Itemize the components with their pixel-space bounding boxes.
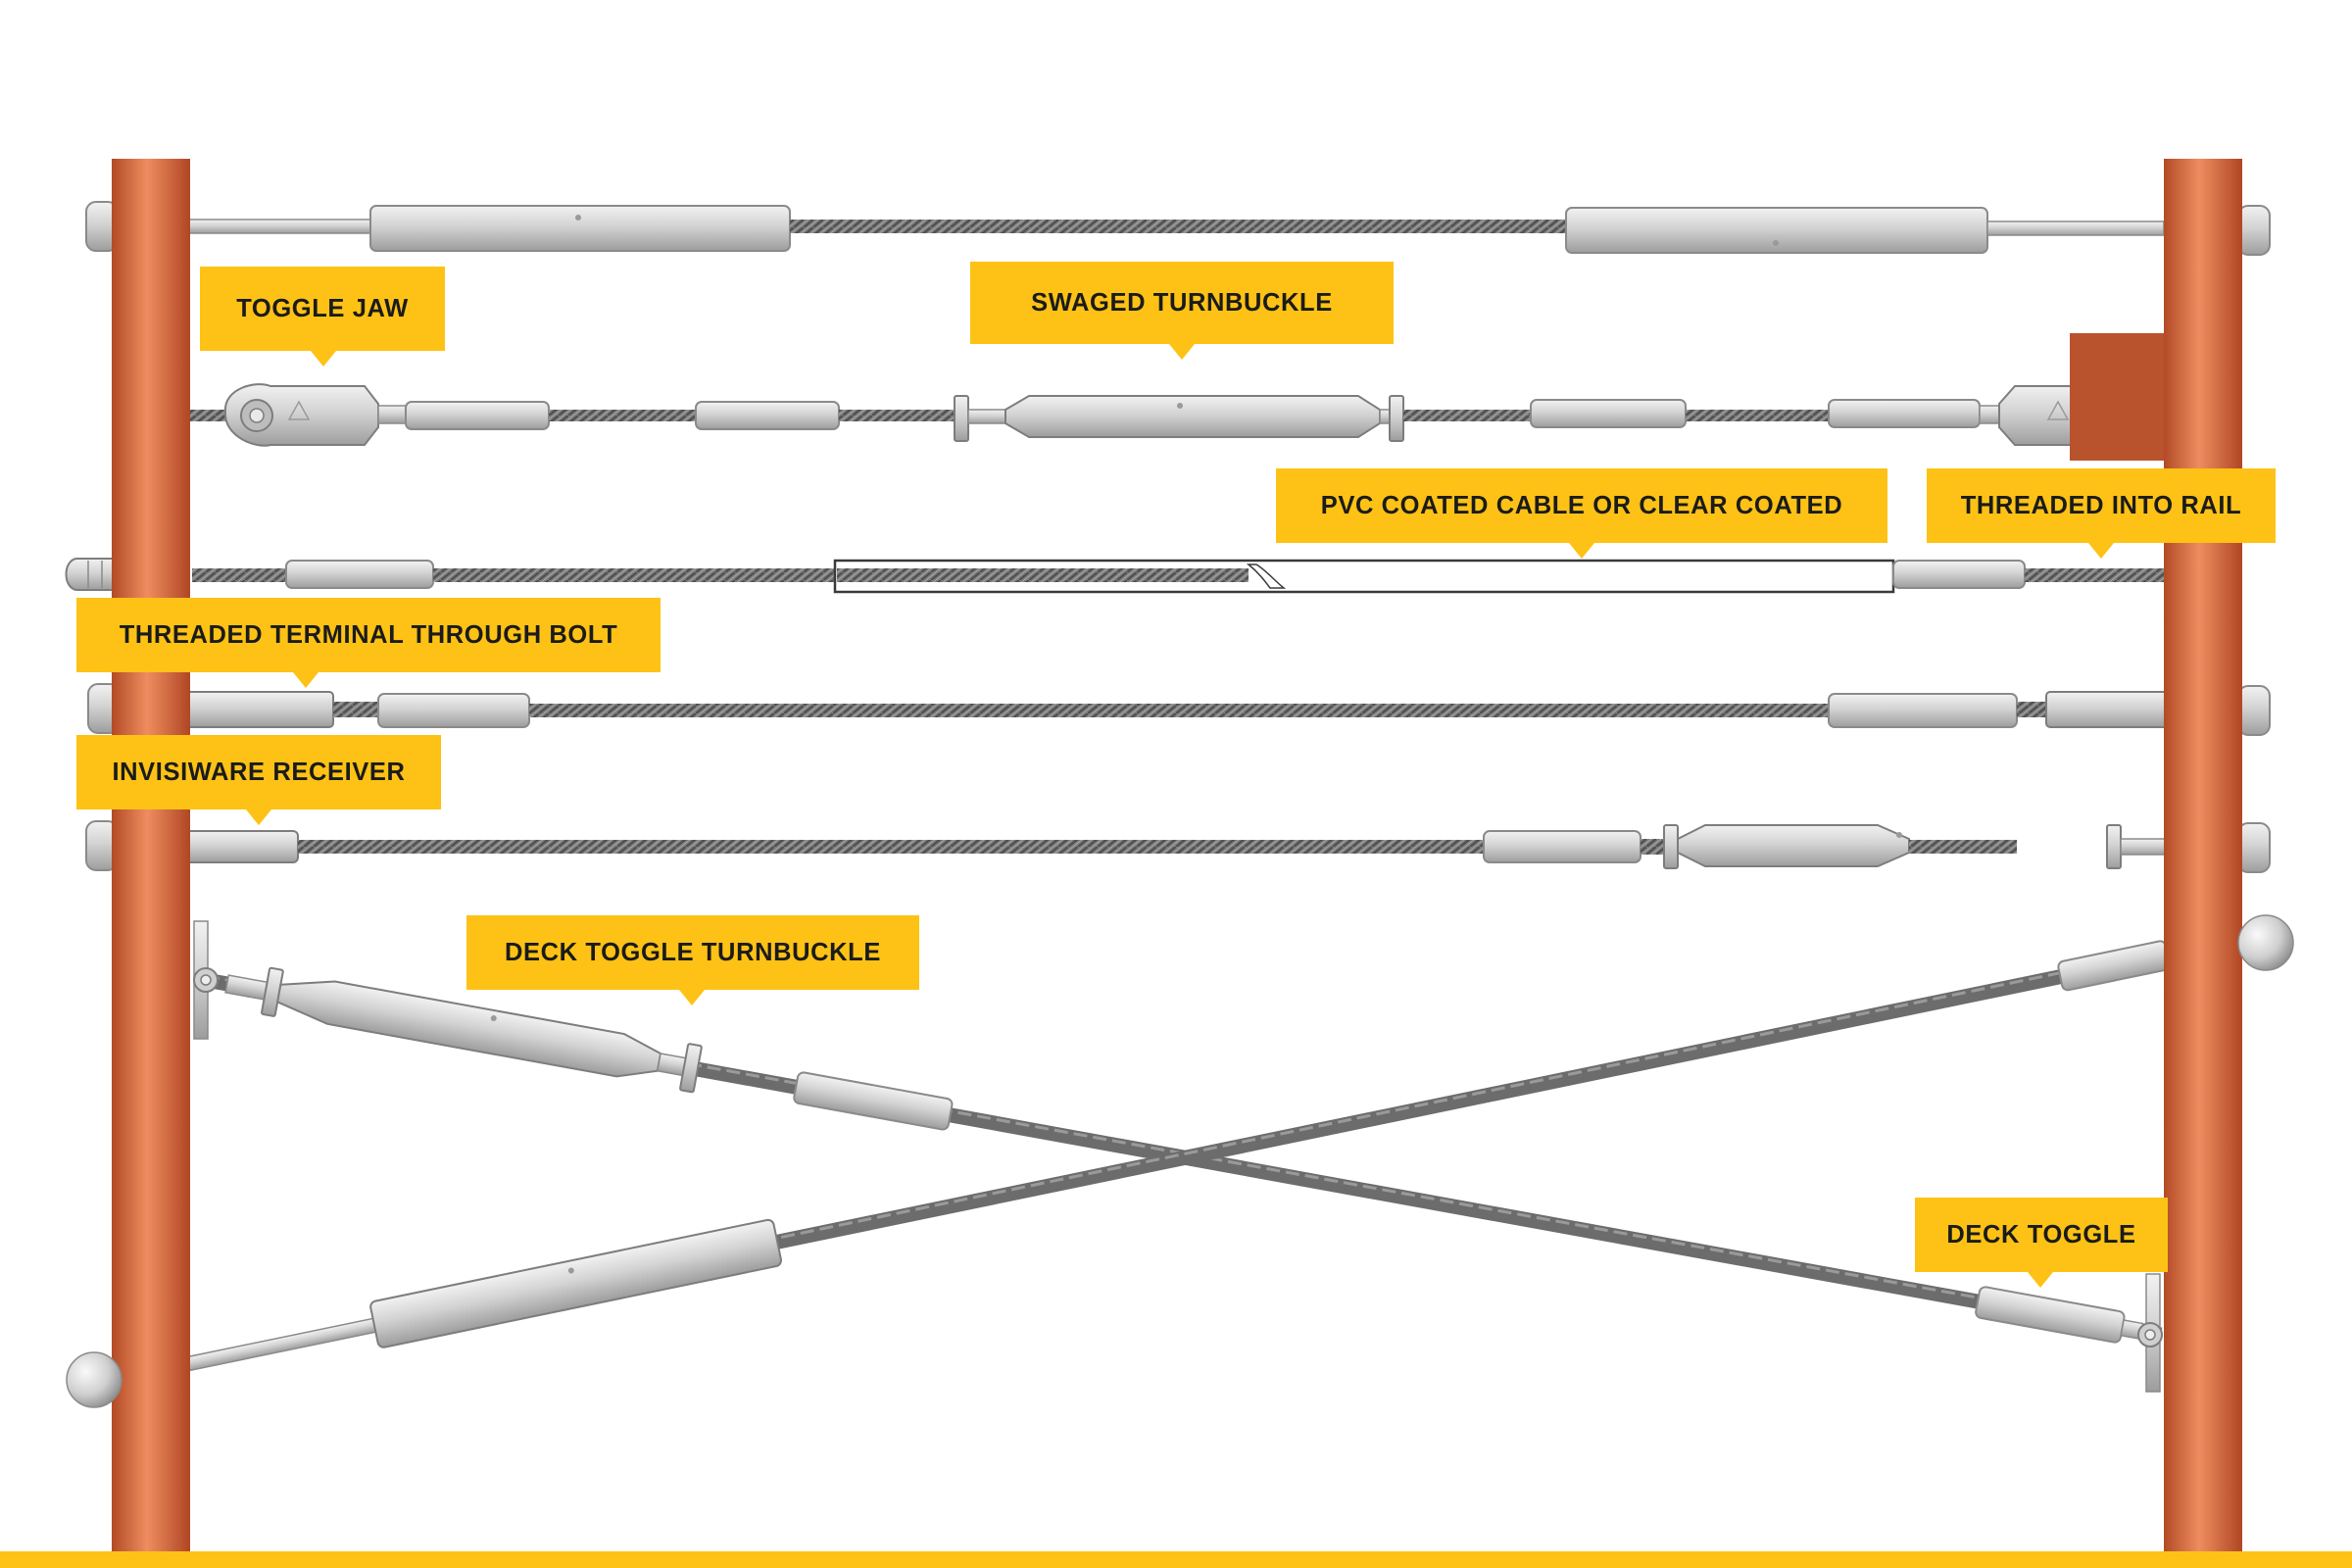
deck-toggle-left-hinge (193, 920, 219, 1040)
swage-body (1565, 207, 1988, 254)
callout-threaded-into-rail: THREADED INTO RAIL (1927, 468, 2276, 559)
deck-toggle-right-hinge (2137, 1273, 2163, 1393)
swage (1828, 399, 1981, 428)
stud-rod (1986, 220, 2165, 236)
cable (433, 568, 837, 582)
swage (1483, 830, 1642, 863)
callout-pvc-coated: PVC COATED CABLE OR CLEAR COATED (1276, 468, 1887, 559)
cable (1403, 410, 1531, 421)
cable (529, 704, 1829, 717)
swage (1892, 560, 2026, 589)
pvc-coated-section (833, 559, 1895, 594)
cable (1686, 410, 1829, 421)
left-post (112, 159, 190, 1551)
ball-end-left (66, 1351, 122, 1408)
swage (1530, 399, 1687, 428)
threaded-stud (192, 568, 290, 582)
bolt-sleeve (2045, 691, 2169, 728)
bolt-sleeve (185, 691, 334, 728)
receiver-body (185, 830, 299, 863)
swaged-turnbuckle-body (954, 395, 1404, 442)
right-post (2164, 159, 2242, 1551)
cable (298, 840, 1484, 854)
threaded-stud (2025, 568, 2168, 582)
cable-run-2 (186, 383, 2148, 447)
cable (1909, 840, 2017, 854)
bottom-yellow-strip (0, 1551, 2352, 1568)
end-cap (2237, 205, 2271, 256)
cable (549, 410, 696, 421)
callout-invisiware-receiver: INVISIWARE RECEIVER (76, 735, 441, 825)
callout-deck-toggle-turnbuckle: DECK TOGGLE TURNBUCKLE (466, 915, 919, 1005)
callout-toggle-jaw: TOGGLE JAW (200, 267, 445, 367)
callout-swaged-turnbuckle: SWAGED TURNBUCKLE (970, 262, 1394, 360)
callout-threaded-terminal-through-bolt: THREADED TERMINAL THROUGH BOLT (76, 598, 661, 688)
cable-run-5 (85, 820, 2271, 873)
diagonal-cable-up (183, 940, 2171, 1372)
end-cap (2237, 685, 2271, 736)
end-cap (2237, 822, 2271, 873)
swage (695, 401, 840, 430)
threaded-end-nut (65, 558, 117, 591)
swage (285, 560, 434, 589)
swage-body (369, 205, 791, 252)
cable-run-3 (65, 558, 2168, 594)
toggle-jaw-left (223, 383, 379, 447)
swage (405, 401, 550, 430)
ball-end-right (2237, 914, 2294, 971)
callout-deck-toggle: DECK TOGGLE (1915, 1198, 2168, 1288)
cable-run-1 (85, 201, 2271, 256)
cable-run-4 (87, 683, 2271, 736)
turnbuckle-row5 (1663, 824, 1910, 869)
right-post-bracket (2070, 333, 2164, 461)
cable (790, 220, 1566, 233)
swage (1828, 693, 2018, 728)
swage (377, 693, 530, 728)
